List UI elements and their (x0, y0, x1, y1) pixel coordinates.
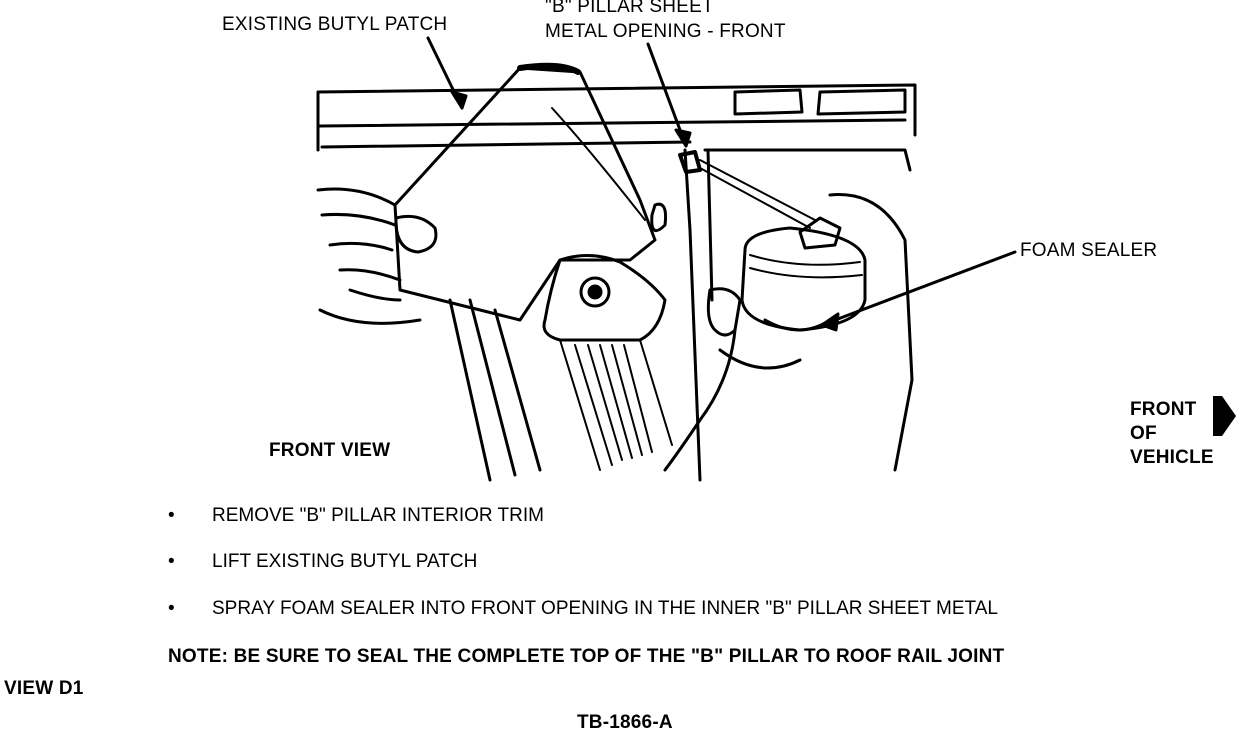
seatbelt-anchor (542, 254, 667, 342)
note-text: NOTE: BE SURE TO SEAL THE COMPLETE TOP O… (168, 646, 1005, 667)
front-of-vehicle-label-3: VEHICLE (1130, 447, 1214, 468)
front-view-label: FRONT VIEW (269, 440, 391, 461)
front-arrow-icon (1213, 396, 1236, 436)
bullet: • (168, 551, 175, 572)
b-pillar-callout-line2: METAL OPENING - FRONT (545, 21, 786, 42)
view-label: VIEW D1 (4, 678, 84, 699)
roof-rail-panel (316, 83, 917, 152)
bullet: • (168, 598, 175, 619)
right-hand (663, 193, 914, 472)
upper-window-recess (733, 88, 907, 116)
b-pillar-outline (448, 148, 912, 482)
pillar-opening (678, 150, 702, 174)
left-hand (316, 187, 422, 325)
figure-id: TB-1866-A (577, 712, 673, 733)
instruction-text: REMOVE "B" PILLAR INTERIOR TRIM (212, 505, 544, 526)
front-of-vehicle-label-2: OF (1130, 423, 1157, 444)
instruction-step: • LIFT EXISTING BUTYL PATCH (168, 551, 477, 573)
instruction-step: • SPRAY FOAM SEALER INTO FRONT OPENING IN… (168, 598, 998, 620)
foam-sealer-callout: FOAM SEALER (1020, 240, 1158, 261)
instruction-text: SPRAY FOAM SEALER INTO FRONT OPENING IN … (212, 598, 998, 619)
instruction-text: LIFT EXISTING BUTYL PATCH (212, 551, 478, 572)
front-of-vehicle-label-1: FRONT (1130, 399, 1197, 420)
spray-can (740, 226, 867, 332)
seatbelt-webbing (559, 339, 673, 471)
b-pillar-callout-line1: "B" PILLAR SHEET (545, 0, 714, 17)
butyl-patch-callout: EXISTING BUTYL PATCH (222, 14, 448, 35)
instruction-step: • REMOVE "B" PILLAR INTERIOR TRIM (168, 505, 544, 527)
butyl-patch-shape (393, 66, 657, 322)
bullet: • (168, 505, 175, 526)
